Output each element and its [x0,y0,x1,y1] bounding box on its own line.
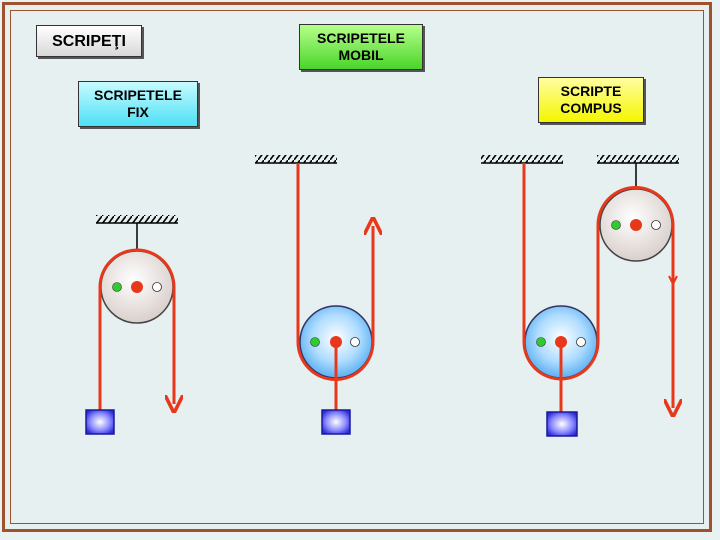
weight-block [321,409,351,435]
rope [98,248,174,410]
weight-block [546,411,578,437]
right-dot [651,220,661,230]
fixed-pulley-text: SCRIPETELE FIX [94,87,182,120]
weight-block [85,409,115,435]
axle-dot [630,219,642,231]
axle-dot [131,281,143,293]
right-dot [350,337,360,347]
right-dot [152,282,162,292]
compound-pulley-text: SCRIPTE COMPUS [560,83,622,116]
compound-pulley-label: SCRIPTE COMPUS [538,77,644,123]
left-dot [112,282,122,292]
fixed-pulley-system [85,215,178,435]
mobile-pulley-system [255,155,373,435]
mobile-pulley-label: SCRIPETELE MOBIL [299,24,423,70]
left-dot [611,220,621,230]
left-dot [536,337,546,347]
ceiling-hatch [255,155,337,163]
right-dot [576,337,586,347]
title-text: SCRIPEŢI [52,32,126,50]
ceiling-hatch-right [597,155,679,163]
compound-pulley-system [481,155,679,437]
fixed-pulley-label: SCRIPETELE FIX [78,81,198,127]
left-dot [310,337,320,347]
ceiling-hatch-left [481,155,563,163]
title-label: SCRIPEŢI [36,25,142,57]
ceiling-hatch [96,215,178,223]
rope-arrow-mid [668,275,678,287]
axle-dot [330,336,342,348]
rope [522,163,673,408]
axle-dot [555,336,567,348]
mobile-pulley-text: SCRIPETELE MOBIL [317,30,405,63]
slide-frame-inner [10,10,704,524]
